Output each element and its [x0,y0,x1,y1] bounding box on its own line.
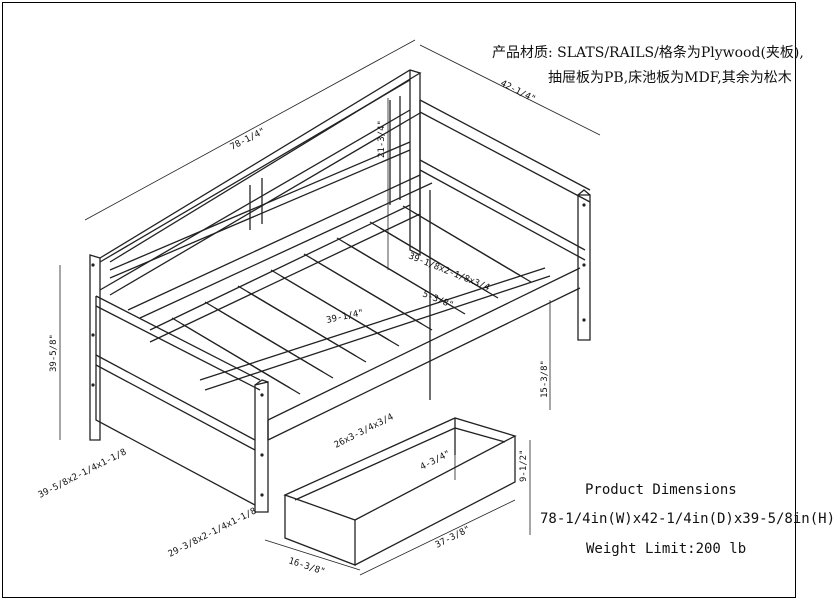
product-dimensions-size: 78-1/4in(W)x42-1/4in(D)x39-5/8in(H) [540,511,835,527]
product-weight-limit: Weight Limit:200 lb [586,541,747,557]
dim-inner-width: 39-1/4" [326,308,365,326]
dimension-labels: 78-1/4" 42-1/4" 21-3/4" 39-1/8x2-1/8x3/4… [37,79,550,578]
product-dimensions-title: Product Dimensions [585,482,737,498]
materials-line-1: 产品材质: SLATS/RAILS/格条为Plywood(夹板), [492,45,804,61]
dim-post-front: 39-5/8x2-1/4x1-1/8 [37,447,128,500]
dim-width-overall: 78-1/4" [229,127,267,153]
dim-drawer-w: 16-3/8" [287,556,326,577]
dim-drawer-inner-h: 4-3/4" [419,449,453,473]
dim-backrest-height: 21-3/4" [377,120,387,158]
daybed-drawing: 78-1/4" 42-1/4" 21-3/4" 39-1/8x2-1/8x3/4… [37,39,601,578]
dim-under-clearance: 15-3/8" [540,360,550,398]
dim-drawer-l: 37-3/8" [434,525,472,551]
dim-post-rear: 29-3/8x2-1/4x1-1/8 [167,506,258,559]
dim-slat-gap: 5-3/8" [421,290,455,311]
diagram-border [2,2,796,598]
dim-height-overall: 39-5/8" [49,334,59,372]
dim-drawer-h: 9-1/2" [519,449,529,482]
dim-depth-overall: 42-1/4" [499,79,537,105]
materials-line-2: 抽屉板为PB,床池板为MDF,其余为松木 [548,70,792,86]
